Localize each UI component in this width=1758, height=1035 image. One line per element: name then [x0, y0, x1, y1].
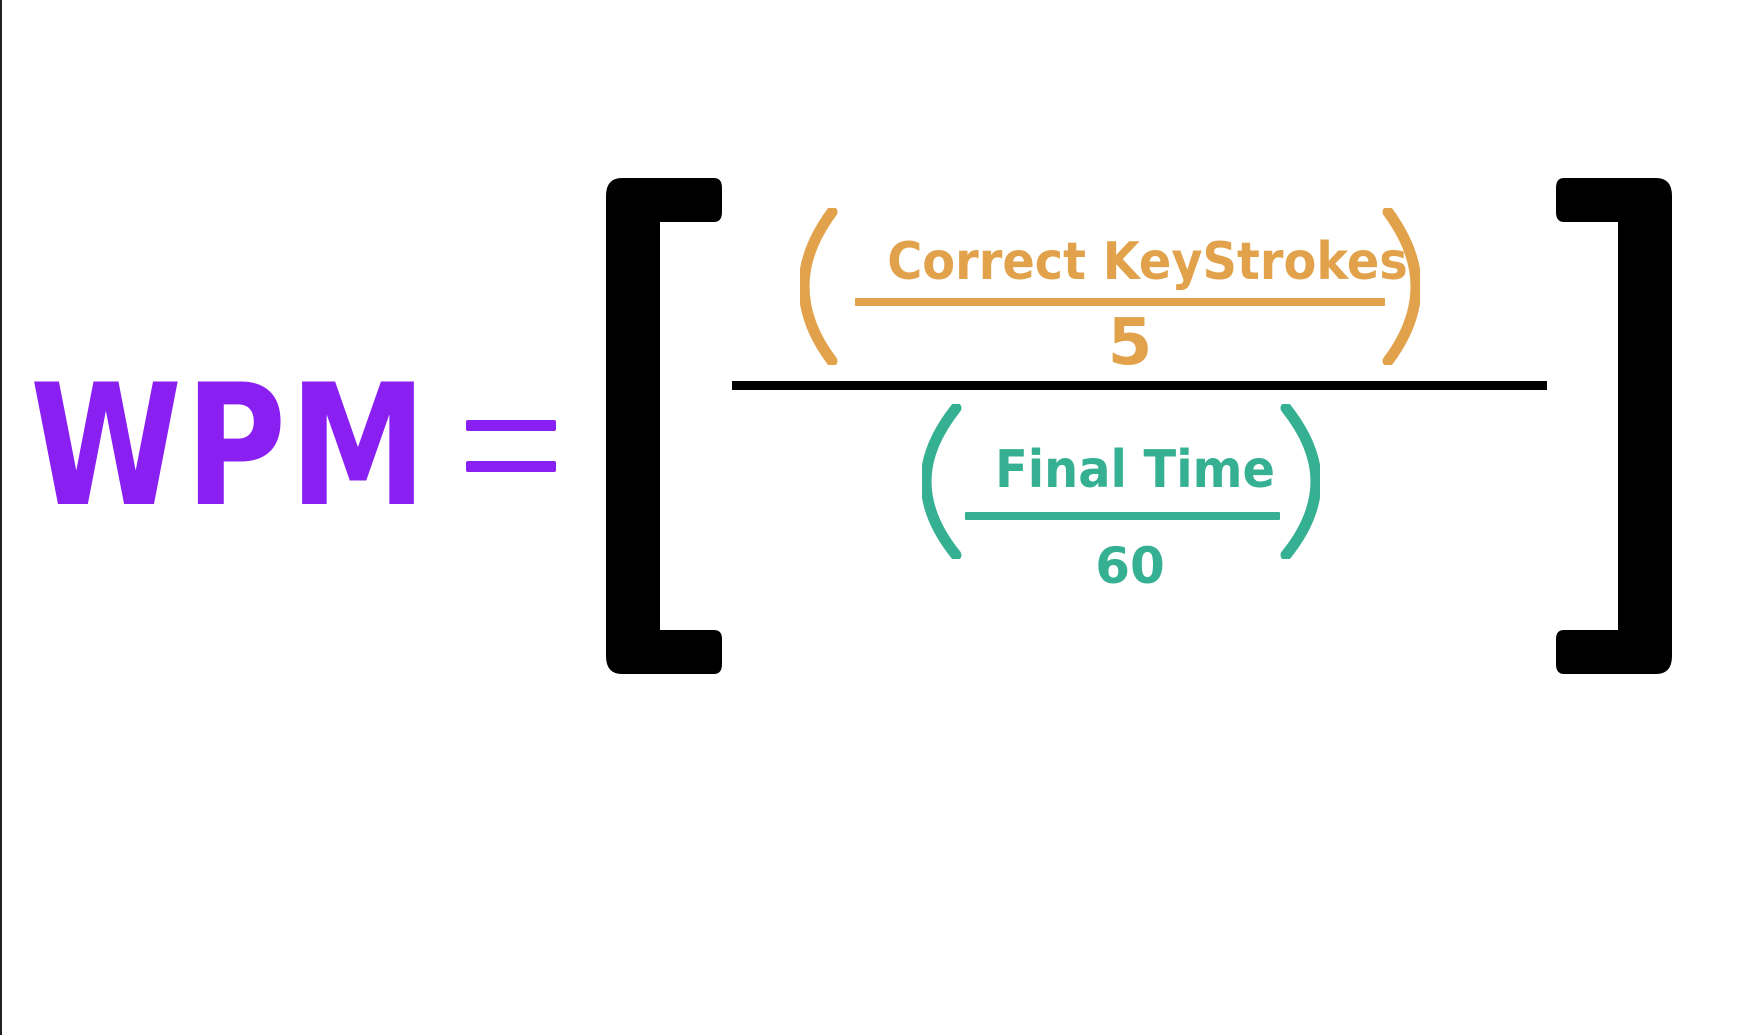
- denominator-right-parenthesis: [1280, 404, 1320, 559]
- numerator-bottom-text: 5: [1107, 306, 1153, 380]
- numerator-top-text: Correct KeyStrokes: [887, 232, 1408, 292]
- wpm-label: WPM: [30, 348, 430, 544]
- equals-bar-bottom: [466, 461, 556, 472]
- denominator-top-text: Final Time: [995, 440, 1275, 500]
- denominator-left-parenthesis: [922, 404, 962, 559]
- numerator-fraction-line: [855, 298, 1385, 306]
- left-square-bracket: [606, 178, 722, 674]
- denominator-fraction-line: [965, 512, 1280, 520]
- equals-bar-top: [466, 420, 556, 431]
- numerator-right-parenthesis: [1382, 208, 1420, 365]
- equals-sign: [466, 420, 556, 472]
- left-border-line: [0, 0, 2, 1035]
- denominator-bottom-text: 60: [1095, 537, 1165, 595]
- right-square-bracket: [1556, 178, 1672, 674]
- main-fraction-line: [732, 381, 1547, 390]
- numerator-left-parenthesis: [800, 208, 838, 365]
